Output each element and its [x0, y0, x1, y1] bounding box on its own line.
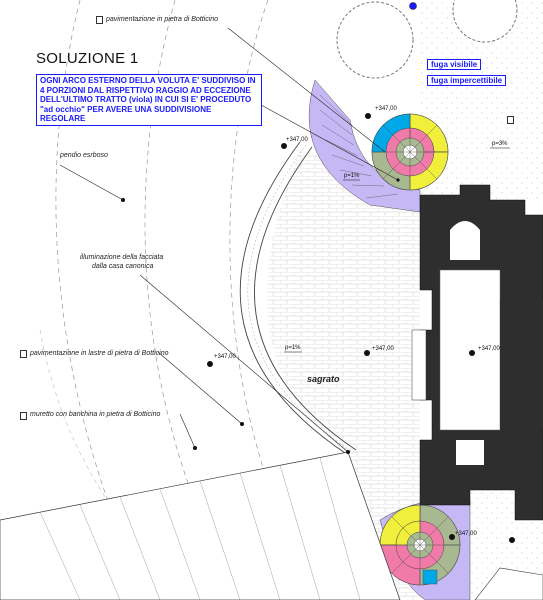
label-sagrato: sagrato: [307, 374, 340, 384]
canonical-house-roof: [0, 451, 401, 600]
page-title: SOLUZIONE 1: [36, 50, 139, 67]
tree-left: [336, 1, 414, 79]
low-wall-outer: [239, 141, 349, 456]
design-note: OGNI ARCO ESTERNO DELLA VOLUTA E' SUDDIV…: [36, 74, 262, 126]
lawn-arc-4: [39, 329, 191, 600]
tree-right: [452, 0, 518, 43]
label-lighting-1: illuminazione della facciata: [80, 254, 164, 261]
volute-upper-violet-band: [308, 79, 421, 213]
label-low-wall: muretto con banchina in pietra di Bottic…: [30, 411, 161, 418]
tree-trunk-marker: [409, 2, 417, 10]
elevation-markers: [207, 113, 515, 543]
lawn-arc-1: [55, 0, 151, 600]
church-inner-room: [439, 269, 501, 431]
label-paving-slabs: pavimentazione in lastre di pietra di Bo…: [30, 350, 169, 357]
elevation-label: +347,00: [455, 531, 477, 537]
elevation-label: +347,00: [478, 346, 500, 352]
slope-label: p=1%: [285, 345, 301, 351]
elevation-label: +347,00: [372, 346, 394, 352]
label-lighting-2: dalla casa canonica: [92, 263, 154, 270]
slope-label: p=1%: [344, 173, 360, 179]
tag-marker: [20, 350, 27, 358]
low-wall-bench: [247, 144, 353, 453]
church-side-wall: [500, 300, 543, 430]
tag-marker: [507, 116, 514, 124]
sagrato-paving: [266, 150, 420, 600]
church-entrance: [411, 329, 427, 401]
legend-imperceptible-joint: fuga impercettibile: [427, 75, 507, 86]
legend-visible-joint: fuga visibile: [427, 59, 482, 70]
tag-marker: [20, 412, 27, 420]
label-lawn: pendio esrboso: [60, 152, 108, 159]
church-inner-niche: [456, 440, 484, 465]
tag-marker: [96, 16, 103, 24]
elevation-label: +347,00: [375, 106, 397, 112]
roof-right-fragment: [474, 567, 543, 600]
volute-upper: [371, 113, 449, 191]
low-wall-inner: [254, 146, 357, 451]
roof-tiles: [39, 457, 361, 600]
elevation-label: +347,00: [286, 137, 308, 143]
church-apse-opening: [450, 221, 480, 260]
volute-lower: [379, 498, 471, 600]
elevation-label: +347,00: [214, 354, 236, 360]
slope-label: p=3%: [492, 141, 508, 147]
label-paving-top: pavimentazione in pietra di Botticino: [106, 16, 219, 23]
